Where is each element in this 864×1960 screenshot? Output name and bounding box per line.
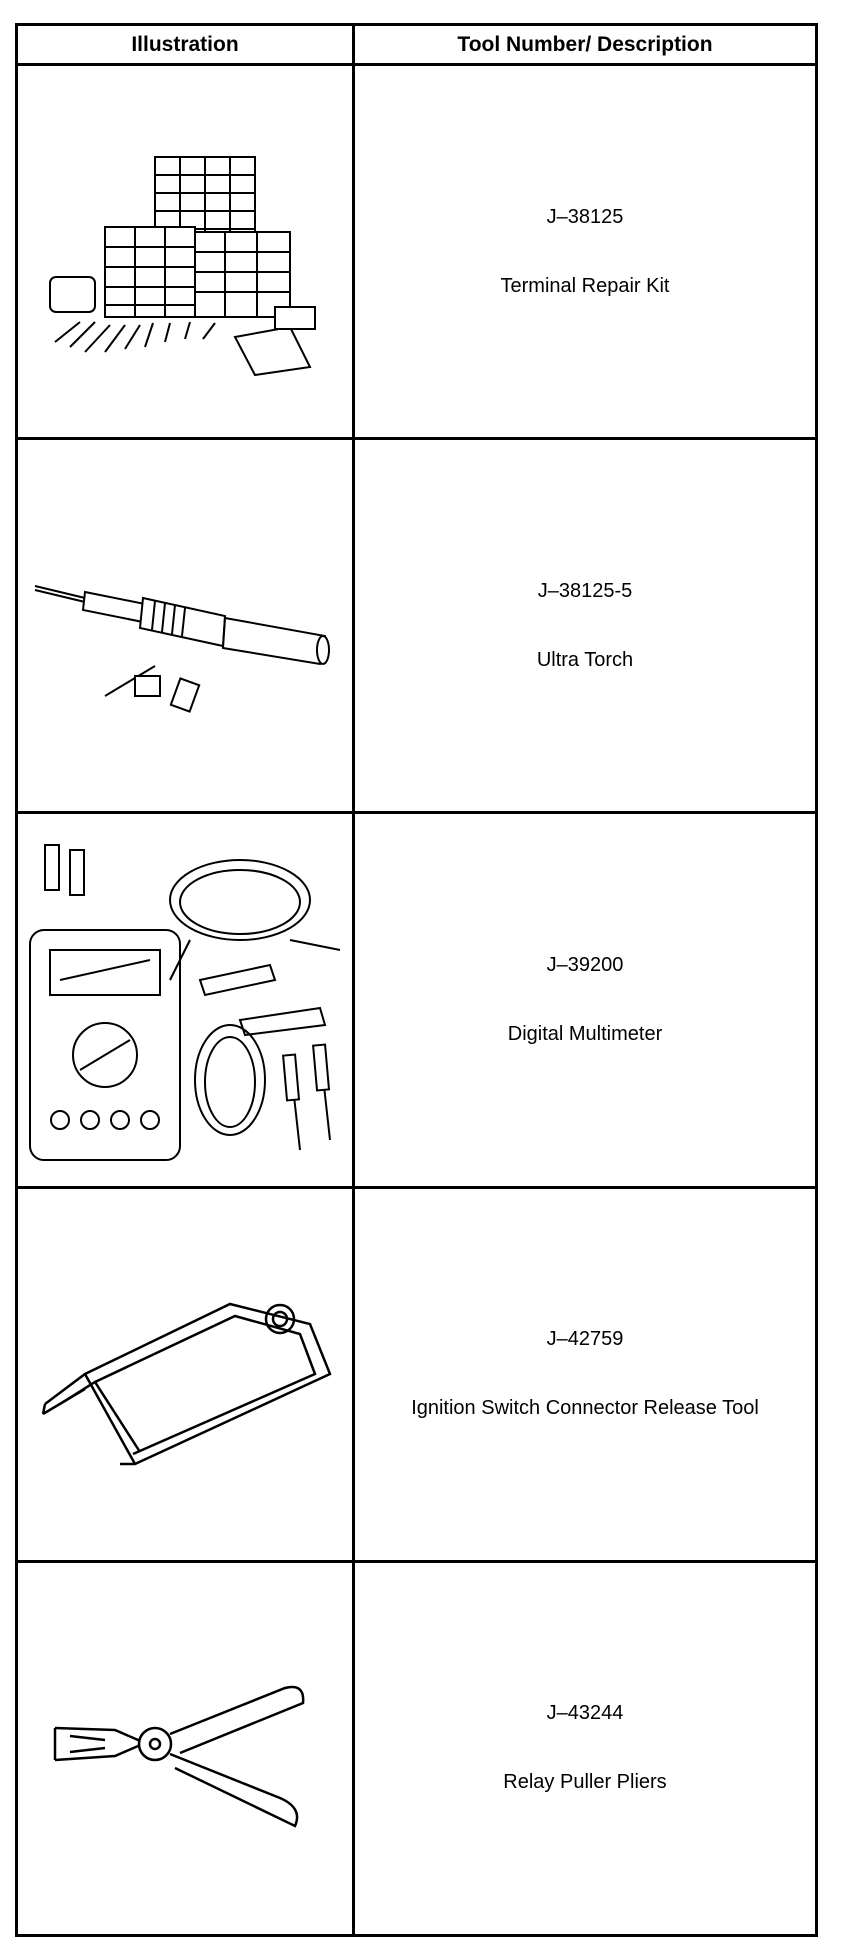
tool-description: Ignition Switch Connector Release Tool — [411, 1397, 759, 1420]
ultra-torch-icon — [34, 584, 330, 713]
description-cell: J–38125-5 Ultra Torch — [352, 437, 818, 815]
digital-multimeter-icon — [29, 843, 341, 1161]
table-row: J–38125 Terminal Repair Kit — [15, 62, 818, 441]
table-row: J–39200 Digital Multimeter — [15, 811, 818, 1189]
header-illustration: Illustration — [15, 23, 355, 66]
illustration-cell — [15, 1185, 355, 1563]
illustration-cell — [15, 62, 355, 441]
release-tool-icon — [41, 1302, 332, 1466]
description-cell: J–42759 Ignition Switch Connector Releas… — [352, 1185, 818, 1563]
illustration-cell — [15, 1559, 355, 1938]
header-description: Tool Number/ Description — [352, 23, 818, 66]
tool-description: Digital Multimeter — [507, 1022, 663, 1045]
tool-number: J–39200 — [546, 953, 624, 976]
table-row: J–42759 Ignition Switch Connector Releas… — [15, 1185, 818, 1563]
tool-number: J–42759 — [546, 1328, 624, 1351]
table-row: J–38125-5 Ultra Torch — [15, 437, 818, 815]
relay-puller-pliers-icon — [53, 1686, 305, 1829]
description-cell: J–38125 Terminal Repair Kit — [352, 62, 818, 441]
illustration-cell — [15, 437, 355, 815]
tool-description: Relay Puller Pliers — [503, 1771, 667, 1794]
tool-number: J–38125 — [546, 205, 624, 228]
tool-number: J–38125-5 — [537, 579, 633, 602]
table-row: J–43244 Relay Puller Pliers — [15, 1559, 818, 1938]
header-row: Illustration Tool Number/ Description — [15, 23, 818, 66]
description-cell: J–39200 Digital Multimeter — [352, 811, 818, 1189]
description-cell: J–43244 Relay Puller Pliers — [352, 1559, 818, 1938]
tool-table: Illustration Tool Number/ Description — [15, 23, 818, 1938]
tool-description: Ultra Torch — [536, 648, 634, 671]
tool-description: Terminal Repair Kit — [500, 274, 670, 297]
illustration-cell — [15, 811, 355, 1189]
tool-number: J–43244 — [546, 1702, 624, 1725]
terminal-repair-kit-icon — [49, 155, 316, 376]
